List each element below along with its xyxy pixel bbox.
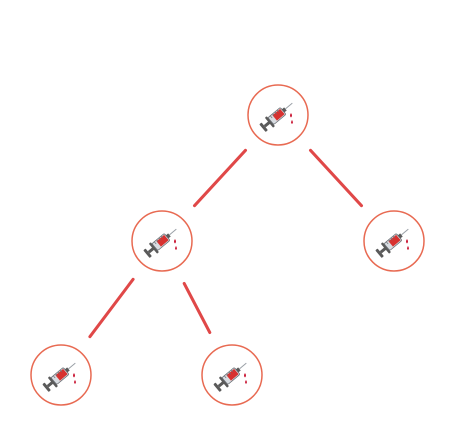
edge-root-to-left <box>193 148 247 208</box>
tree-node-right <box>363 210 425 272</box>
tree-node-left-left <box>30 344 92 406</box>
edge-left-to-left-right <box>182 282 212 334</box>
tree-node-left <box>131 210 193 272</box>
edge-left-to-left-left <box>88 277 135 339</box>
edge-root-to-right <box>309 148 363 208</box>
edges <box>88 148 363 339</box>
nodes <box>30 84 425 406</box>
tree-node-left-right <box>201 344 263 406</box>
tree-node-root <box>247 84 309 146</box>
